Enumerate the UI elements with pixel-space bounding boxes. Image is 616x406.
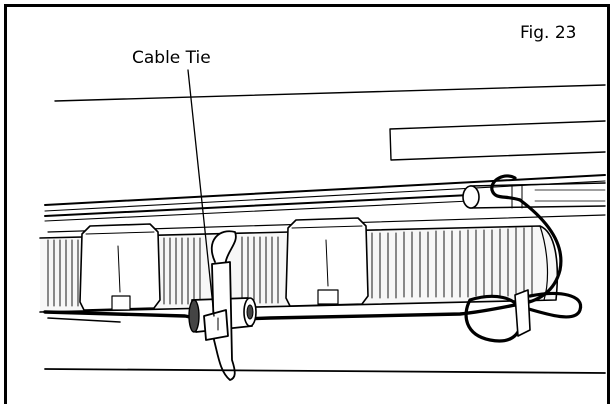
panel-top-edge bbox=[54, 84, 606, 102]
duct-clamp-left bbox=[79, 223, 161, 311]
cable-tie bbox=[203, 230, 237, 381]
figure-frame bbox=[4, 4, 610, 404]
figure-number: Fig. 23 bbox=[520, 23, 577, 43]
floor-edge bbox=[44, 368, 606, 374]
cable-tie-leader bbox=[187, 69, 215, 317]
panel-slot bbox=[389, 120, 606, 161]
cable-tie-callout: Cable Tie bbox=[132, 48, 211, 68]
connector-plug bbox=[462, 182, 606, 209]
duct-clamp-right bbox=[285, 217, 369, 307]
small-cable-tie bbox=[514, 289, 531, 337]
